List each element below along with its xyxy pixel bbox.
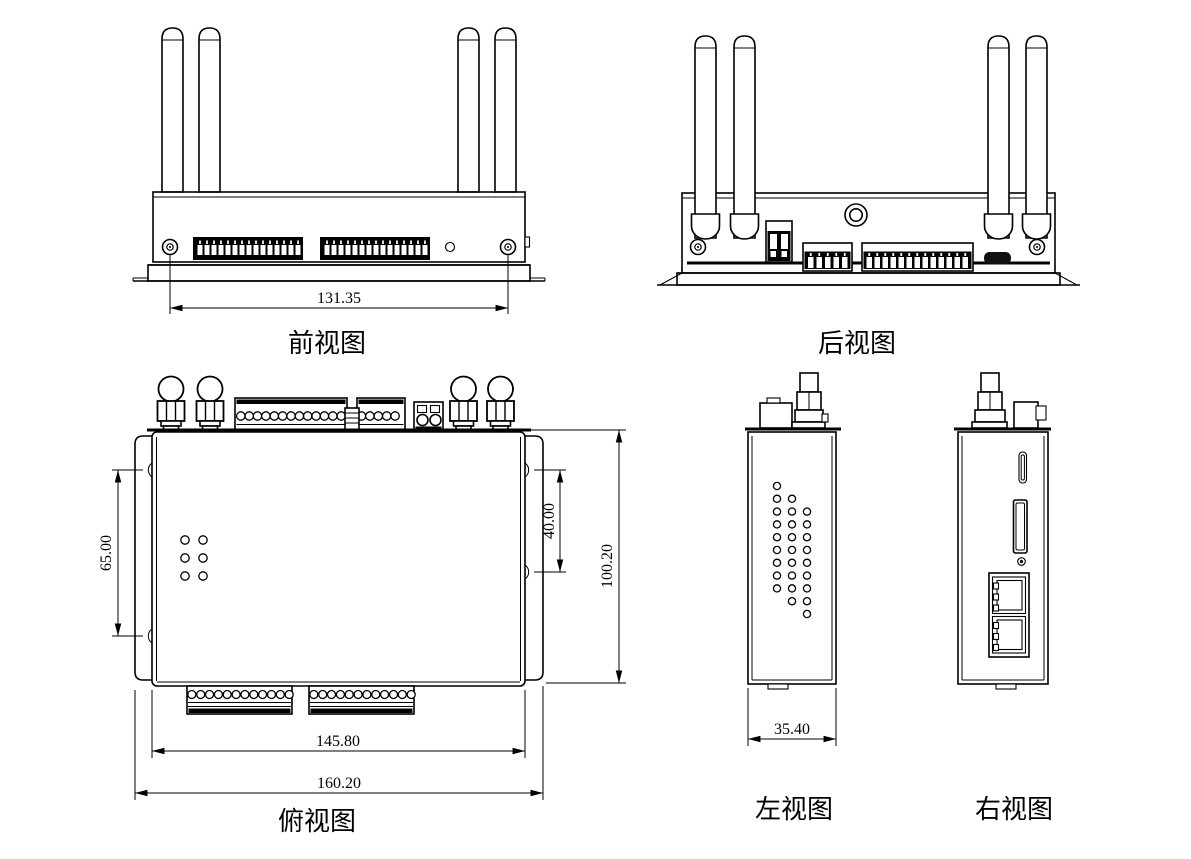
front-antenna-3 [457,27,480,193]
top-terminal-block-short [356,397,406,431]
top-dim-145-text: 145.80 [316,733,360,750]
rear-base-flange [657,272,1080,286]
front-antenna-2 [198,27,221,193]
rear-antenna-3 [983,35,1014,240]
front-antenna-4 [494,27,517,193]
front-indicator-hole [444,241,456,253]
rear-sma-port [844,203,868,227]
rear-view: 后视图 [657,35,1080,358]
left-view: 35.40 左视图 [745,372,841,824]
front-view: 131.35 前视图 [132,27,546,358]
rear-antenna-2 [729,35,760,240]
left-terminal-profile [759,402,793,429]
right-sd-slot [1012,499,1028,554]
right-bottom-tab [995,683,1017,690]
rear-usb-port [984,252,1011,264]
top-dim-100-text: 100.20 [599,544,616,588]
top-dim-160-text: 160.20 [317,775,361,792]
top-sma-connector-4 [486,375,515,431]
rear-antenna-3-base [983,213,1014,240]
right-antenna-connector [980,372,1000,393]
left-dimension-35-40: 35.40 [747,688,837,746]
front-view-label: 前视图 [288,329,366,358]
top-terminal-block-long [234,397,348,431]
top-connector-coupler [344,407,360,431]
rear-terminal-block-large [861,242,974,272]
top-sma-connector-2 [195,375,225,431]
top-dimension-145-80: 145.80 [151,690,526,758]
top-dim-40-text: 40.00 [541,503,558,539]
rear-antenna-1-base [690,213,721,240]
front-dim-text: 131.35 [317,290,361,307]
top-connectors-row [156,375,515,431]
right-ethernet-ports [988,572,1030,658]
right-view-label: 右视图 [975,795,1053,824]
front-screw-right [499,238,517,256]
rear-view-label: 后视图 [818,329,896,358]
top-dimension-160-20: 160.20 [134,686,544,800]
left-antenna-connector [799,372,819,393]
rear-antenna-2-base [729,213,760,240]
right-view: 右视图 [954,372,1053,824]
top-view: 65.00 40.00 100.20 145.80 160.20 俯视图 [98,375,626,836]
top-right-bracket [524,435,544,681]
top-dimension-100-20: 100.20 [528,429,626,684]
right-connector-block [1013,401,1039,429]
right-ethernet-port-2 [991,615,1027,654]
left-top-connectors [759,372,829,429]
top-sma-connector-3 [449,375,478,431]
left-enclosure-body [747,431,837,685]
front-dimension-131-35: 131.35 [169,255,509,314]
rear-power-connector [765,220,793,263]
rear-screw-left [689,238,707,256]
front-screw-left [161,238,179,256]
top-bottom-terminal-2 [308,685,416,715]
right-reset-button [1017,557,1026,566]
rear-antenna-4-base [1021,213,1052,240]
top-dimension-40: 40.00 [534,469,566,573]
left-view-label: 左视图 [755,795,833,824]
right-top-connectors [971,372,1047,429]
rear-terminal-block-small [802,242,853,272]
top-vent-holes [180,535,208,581]
top-left-bracket [134,435,153,681]
rear-screw-right [1028,238,1046,256]
top-dimension-65: 65.00 [98,469,143,637]
rear-antenna-4 [1021,35,1052,240]
front-enclosure-body [152,191,531,263]
front-base-flange [132,264,546,282]
top-sma-connector-1 [156,375,186,431]
left-bottom-tab [767,683,789,690]
top-bottom-terminal-1 [186,685,294,715]
front-side-tab [524,236,531,248]
right-sim-slot [1018,451,1028,484]
top-view-label: 俯视图 [278,807,356,836]
rear-antenna-1 [690,35,721,240]
top-power-connector [413,401,444,431]
right-ethernet-port-1 [991,576,1027,615]
front-terminal-block-1 [193,237,303,260]
top-dim-65-text: 65.00 [98,535,115,571]
left-vent-holes [772,481,812,619]
front-antenna-1 [161,27,184,193]
left-dim-text: 35.40 [774,721,810,738]
front-terminal-block-2 [320,237,430,260]
